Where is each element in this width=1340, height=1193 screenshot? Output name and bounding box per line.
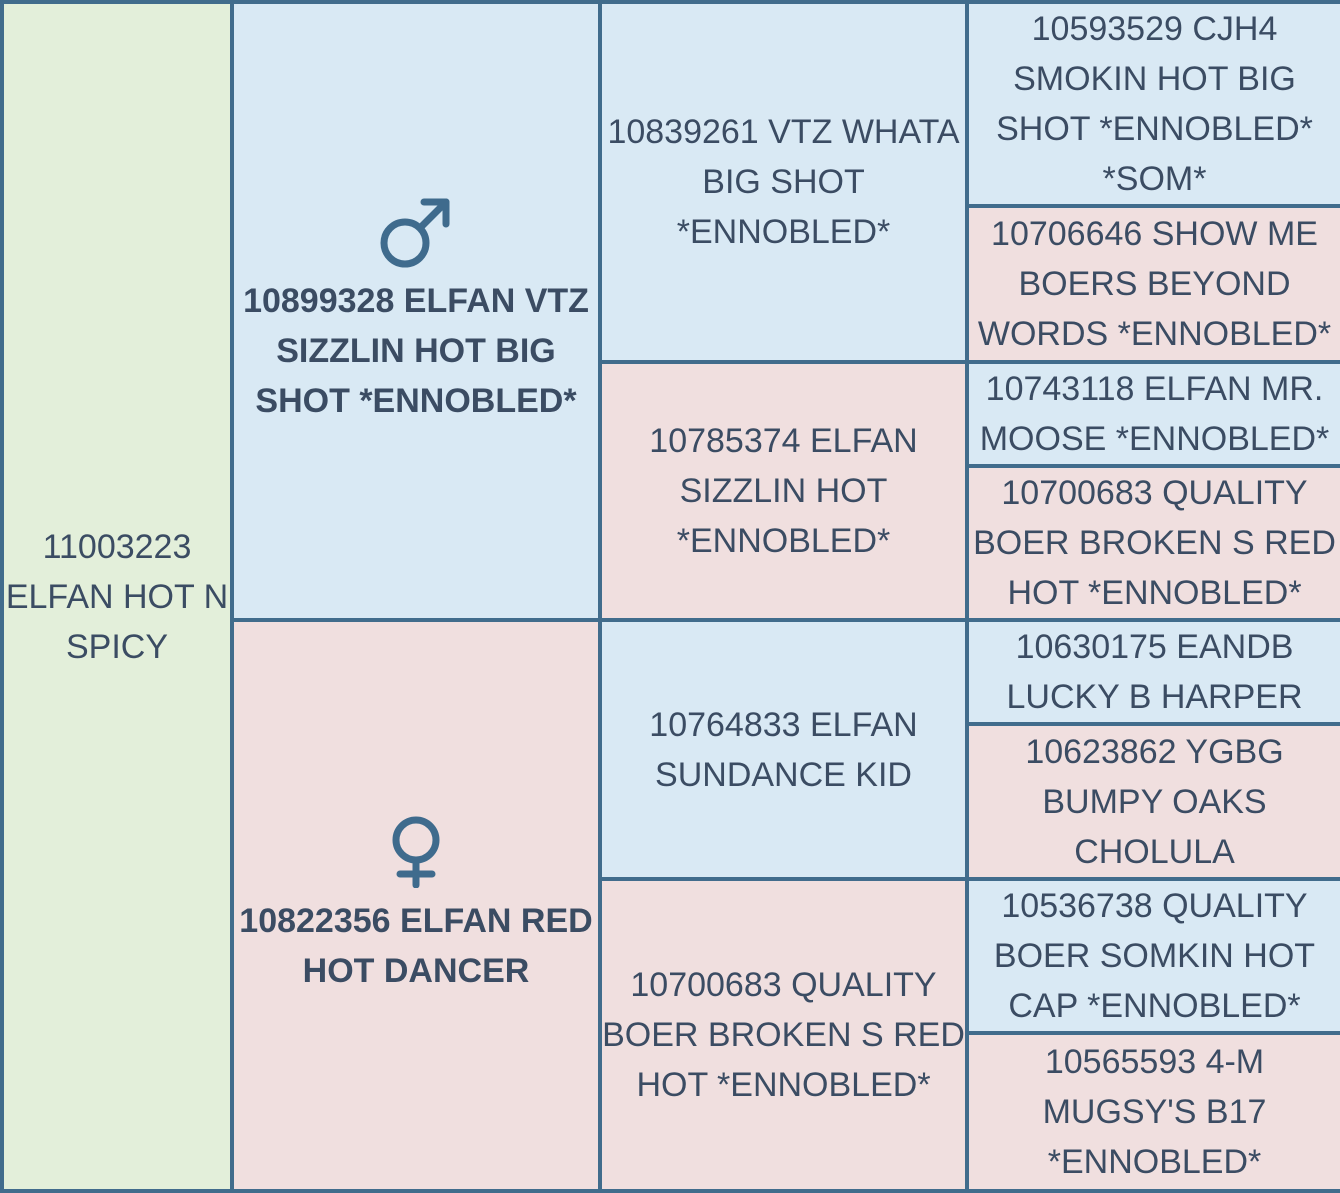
paternal-grandsire-cell: 10839261 VTZ WHATA BIG SHOT *ENNOBLED* (598, 0, 969, 364)
great-grandparent-name: 10593529 CJH4 SMOKIN HOT BIG SHOT *ENNOB… (996, 10, 1313, 198)
great-grandparent-cell-8: 10565593 4-M MUGSY'S B17 *ENNOBLED* (965, 1031, 1340, 1193)
maternal-grandsire-name: 10764833 ELFAN SUNDANCE KID (649, 705, 918, 794)
sire-name: 10899328 ELFAN VTZ SIZZLIN HOT BIG SHOT … (243, 282, 589, 420)
great-grandparent-cell-3: 10743118 ELFAN MR. MOOSE *ENNOBLED* (965, 360, 1340, 468)
great-grandparent-cell-6: 10623862 YGBG BUMPY OAKS CHOLULA (965, 722, 1340, 881)
great-grandparent-name: 10623862 YGBG BUMPY OAKS CHOLULA (1025, 732, 1284, 871)
subject-cell: 11003223 ELFAN HOT N SPICY (0, 0, 234, 1193)
great-grandparent-cell-7: 10536738 QUALITY BOER SOMKIN HOT CAP *EN… (965, 877, 1340, 1035)
paternal-granddam-cell: 10785374 ELFAN SIZZLIN HOT *ENNOBLED* (598, 360, 969, 622)
great-grandparent-cell-4: 10700683 QUALITY BOER BROKEN S RED HOT *… (965, 464, 1340, 622)
paternal-granddam-name: 10785374 ELFAN SIZZLIN HOT *ENNOBLED* (649, 422, 918, 560)
sire-cell: 10899328 ELFAN VTZ SIZZLIN HOT BIG SHOT … (230, 0, 602, 622)
maternal-granddam-cell: 10700683 QUALITY BOER BROKEN S RED HOT *… (598, 877, 969, 1193)
great-grandparent-name: 10700683 QUALITY BOER BROKEN S RED HOT *… (973, 474, 1336, 612)
dam-cell: 10822356 ELFAN RED HOT DANCER (230, 618, 602, 1193)
dam-name: 10822356 ELFAN RED HOT DANCER (239, 901, 593, 990)
maternal-grandsire-cell: 10764833 ELFAN SUNDANCE KID (598, 618, 969, 881)
great-grandparent-cell-5: 10630175 EANDB LUCKY B HARPER (965, 618, 1340, 726)
subject-name: 11003223 ELFAN HOT N SPICY (5, 527, 229, 666)
great-grandparent-name: 10706646 SHOW ME BOERS BEYOND WORDS *ENN… (977, 215, 1332, 353)
great-grandparent-name: 10536738 QUALITY BOER SOMKIN HOT CAP *EN… (993, 887, 1316, 1025)
great-grandparent-name: 10743118 ELFAN MR. MOOSE *ENNOBLED* (979, 370, 1330, 458)
maternal-granddam-name: 10700683 QUALITY BOER BROKEN S RED HOT *… (602, 966, 965, 1104)
great-grandparent-cell-1: 10593529 CJH4 SMOKIN HOT BIG SHOT *ENNOB… (965, 0, 1340, 208)
male-icon (236, 196, 596, 268)
great-grandparent-name: 10565593 4-M MUGSY'S B17 *ENNOBLED* (1042, 1043, 1267, 1181)
female-icon (236, 816, 596, 888)
great-grandparent-cell-2: 10706646 SHOW ME BOERS BEYOND WORDS *ENN… (965, 204, 1340, 364)
great-grandparent-name: 10630175 EANDB LUCKY B HARPER (1006, 628, 1303, 716)
paternal-grandsire-name: 10839261 VTZ WHATA BIG SHOT *ENNOBLED* (607, 113, 960, 251)
